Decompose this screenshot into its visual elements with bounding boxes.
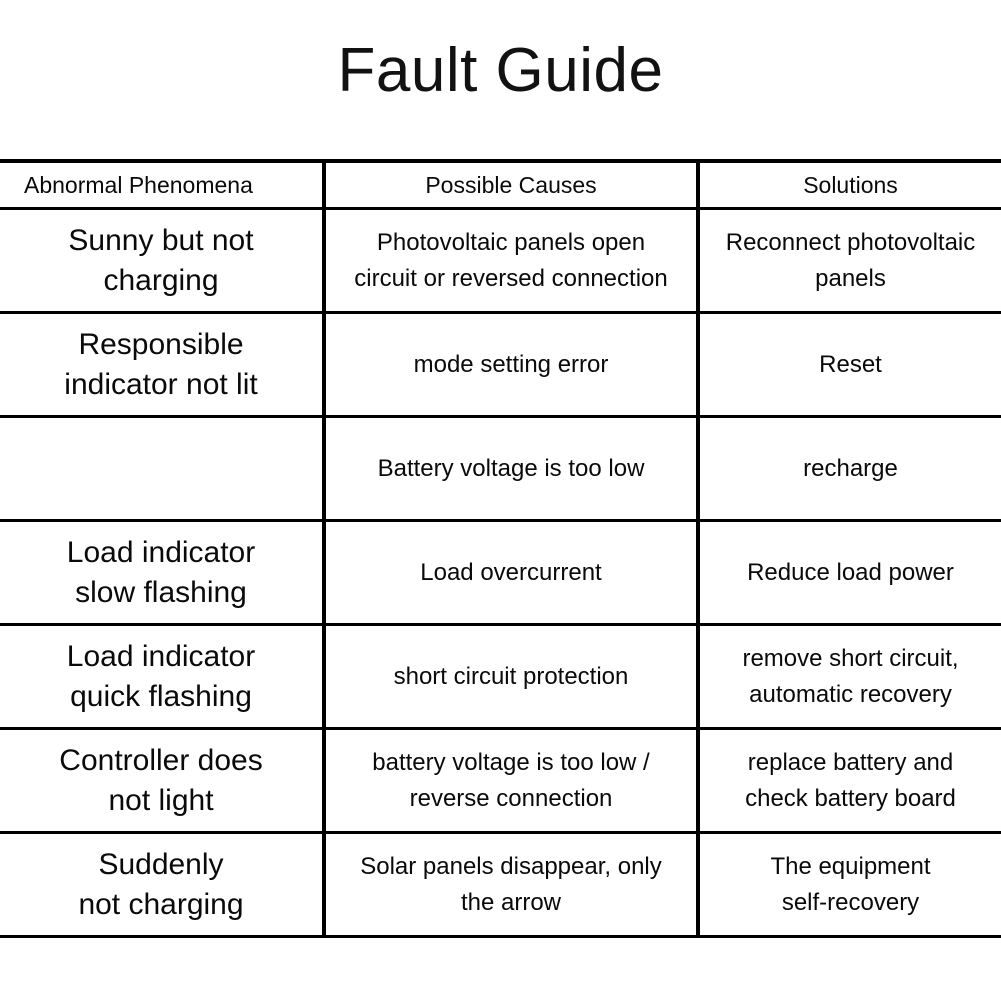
cell-solutions: Reconnect photovoltaic panels [696,207,1001,314]
table-row: Load indicator slow flashing Load overcu… [0,519,1001,626]
cell-causes: Load overcurrent [322,519,698,626]
cell-text-line: circuit or reversed connection [354,264,668,292]
cell-solutions: Reset [696,311,1001,418]
cell-phenomena: Sunny but not charging [0,207,324,314]
cell-causes: Battery voltage is too low [322,415,698,522]
cell-text-line: panels [815,264,886,292]
cell-causes: short circuit protection [322,623,698,730]
cell-phenomena: Suddenly not charging [0,831,324,938]
cell-text-line: Reconnect photovoltaic [725,228,976,256]
cell-text-line: slow flashing [75,575,247,609]
cell-text-line: reverse connection [409,784,613,812]
cell-solutions: remove short circuit, automatic recovery [696,623,1001,730]
table-header: Abnormal Phenomena Possible Causes Solut… [0,159,1001,210]
cell-text-line: remove short circuit, [742,644,959,672]
cell-phenomena [0,415,324,522]
cell-text-line: check battery board [745,784,956,812]
cell-causes: Solar panels disappear, only the arrow [322,831,698,938]
cell-solutions: The equipment self-recovery [696,831,1001,938]
cell-text-line: automatic recovery [749,680,952,708]
cell-phenomena: Responsible indicator not lit [0,311,324,418]
cell-text-line: indicator not lit [64,367,258,401]
cell-text-line: Controller does [59,743,263,777]
cell-text-line: Load overcurrent [420,558,602,586]
table-row: Controller does not light battery voltag… [0,727,1001,834]
cell-phenomena: Controller does not light [0,727,324,834]
table-row: Suddenly not charging Solar panels disap… [0,831,1001,938]
column-header-solutions: Solutions [696,159,1001,210]
table-row: Battery voltage is too low recharge [0,415,1001,522]
cell-solutions: replace battery and check battery board [696,727,1001,834]
cell-text-line: the arrow [460,888,562,916]
cell-text-line: mode setting error [413,350,609,378]
page-title: Fault Guide [337,36,664,105]
cell-text-line: Responsible [78,327,244,361]
table-header-row: Abnormal Phenomena Possible Causes Solut… [0,159,1001,210]
column-header-possible-causes: Possible Causes [322,159,698,210]
fault-guide-table: Abnormal Phenomena Possible Causes Solut… [0,159,1001,938]
cell-text-line: Solar panels disappear, only [360,852,662,880]
cell-text-line: battery voltage is too low / [372,748,650,776]
cell-text-line: Suddenly [98,847,224,881]
cell-text-line: Reduce load power [747,558,954,586]
cell-text-line: Load indicator [66,639,256,673]
cell-text-line: Sunny but not [68,223,254,257]
cell-text-line: quick flashing [70,679,252,713]
cell-text-line: not light [108,783,214,817]
table-row: Sunny but not charging Photovoltaic pane… [0,207,1001,314]
cell-phenomena: Load indicator quick flashing [0,623,324,730]
table-body: Sunny but not charging Photovoltaic pane… [0,207,1001,938]
column-header-abnormal-phenomena: Abnormal Phenomena [0,159,324,210]
cell-text-line: Load indicator [66,535,256,569]
cell-causes: mode setting error [322,311,698,418]
cell-text-line: replace battery and [747,748,954,776]
cell-causes: Photovoltaic panels open circuit or reve… [322,207,698,314]
cell-text-line: Battery voltage is too low [377,454,645,482]
cell-text-line: The equipment [770,852,931,880]
cell-text-line: short circuit protection [393,662,629,690]
cell-text-line: Reset [819,350,882,378]
cell-solutions: recharge [696,415,1001,522]
cell-phenomena: Load indicator slow flashing [0,519,324,626]
cell-text-line: Photovoltaic panels open [376,228,646,256]
table-row: Responsible indicator not lit mode setti… [0,311,1001,418]
cell-text-line: recharge [803,454,898,482]
cell-text-line: not charging [78,887,244,921]
table-row: Load indicator quick flashing short circ… [0,623,1001,730]
cell-text-line: charging [103,263,219,297]
cell-text-line: self-recovery [781,888,920,916]
cell-solutions: Reduce load power [696,519,1001,626]
cell-causes: battery voltage is too low / reverse con… [322,727,698,834]
